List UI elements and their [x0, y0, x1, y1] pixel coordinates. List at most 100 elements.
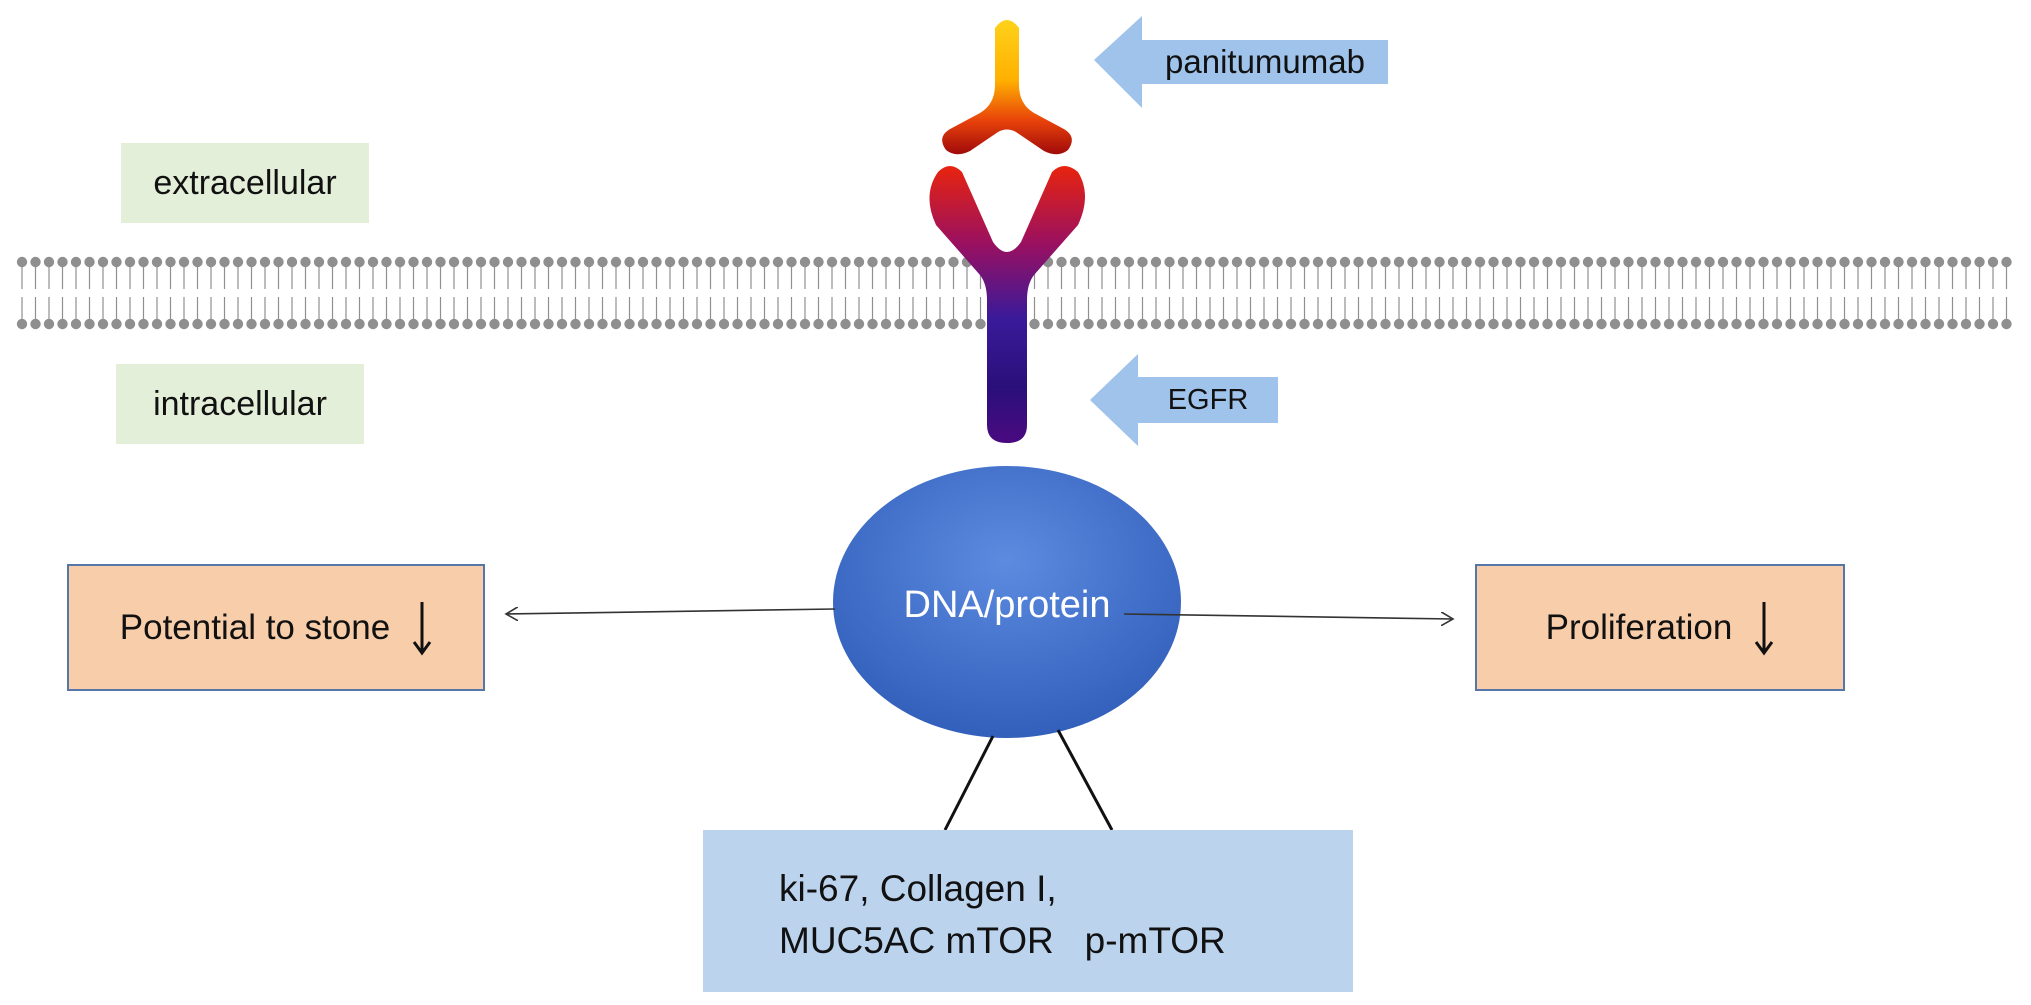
- lipid-head: [84, 318, 95, 330]
- connector-line-right: [1056, 729, 1114, 831]
- lipid-head: [1906, 256, 1918, 268]
- lipid-head: [327, 318, 338, 330]
- lipid-head: [502, 256, 514, 268]
- lipid-head: [1879, 256, 1891, 268]
- lipid-head: [1596, 318, 1607, 330]
- lipid-head: [1488, 256, 1499, 268]
- lipid-head: [705, 318, 716, 330]
- lipid-head: [205, 318, 217, 330]
- lipid-head: [1083, 318, 1094, 330]
- lipid-head: [1636, 318, 1648, 330]
- lipid-head: [732, 256, 743, 268]
- lipid-head: [1852, 318, 1864, 330]
- lipid-head: [543, 318, 554, 330]
- lipid-head: [1218, 256, 1229, 268]
- lipid-head: [921, 256, 932, 268]
- lipid-head: [286, 318, 298, 330]
- lipid-head: [1204, 256, 1216, 268]
- lipid-head: [1420, 256, 1432, 268]
- lipid-head: [1879, 318, 1891, 330]
- lipid-head: [948, 256, 959, 268]
- lipid-head: [799, 256, 811, 268]
- lipid-head: [1542, 256, 1553, 268]
- lipid-head: [1029, 318, 1040, 330]
- lipid-head: [1393, 256, 1405, 268]
- lipid-head: [421, 256, 433, 268]
- lipid-head: [1110, 318, 1121, 330]
- lipid-head: [1596, 256, 1607, 268]
- lipid-head: [651, 318, 662, 330]
- panitumumab-pointer-arrow: [1094, 16, 1388, 108]
- markers-box: ki-67, Collagen I, MUC5AC mTOR p-mTOR: [703, 830, 1353, 992]
- lipid-head: [1177, 256, 1189, 268]
- lipid-head: [556, 318, 568, 330]
- lipid-head: [1582, 318, 1594, 330]
- lipid-head: [853, 256, 865, 268]
- lipid-head: [975, 318, 986, 330]
- lipid-head: [516, 256, 527, 268]
- lipid-head: [543, 256, 554, 268]
- lipid-head: [678, 318, 689, 330]
- lipid-head: [1407, 318, 1418, 330]
- lipid-head: [1096, 318, 1108, 330]
- lipid-head: [691, 256, 703, 268]
- lipid-head: [1623, 256, 1634, 268]
- lipid-head: [907, 256, 919, 268]
- lipid-head: [1150, 318, 1162, 330]
- lipid-head: [1690, 318, 1702, 330]
- lipid-head: [97, 256, 109, 268]
- lipid-head: [1839, 256, 1850, 268]
- lipid-head: [813, 318, 824, 330]
- lipid-head: [232, 256, 244, 268]
- lipid-head: [1339, 256, 1351, 268]
- lipid-head: [516, 318, 527, 330]
- lipid-head: [759, 318, 770, 330]
- lipid-head: [340, 318, 352, 330]
- lipid-head: [43, 318, 55, 330]
- lipid-head: [286, 256, 298, 268]
- lipid-head: [151, 318, 163, 330]
- lipid-head: [745, 318, 757, 330]
- lipid-head: [1974, 318, 1985, 330]
- markers-line-1: ki-67, Collagen I,: [779, 868, 1057, 909]
- lipid-head: [840, 256, 851, 268]
- decrease-arrow-icon: [413, 601, 432, 656]
- lipid-head: [570, 318, 581, 330]
- lipid-head: [610, 256, 622, 268]
- lipid-head: [732, 318, 743, 330]
- lipid-head: [786, 256, 797, 268]
- lipid-head: [1515, 256, 1526, 268]
- lipid-head: [246, 318, 257, 330]
- lipid-head: [583, 318, 595, 330]
- lipid-head: [1501, 318, 1513, 330]
- lipid-head: [948, 318, 959, 330]
- lipid-head: [205, 256, 217, 268]
- lipid-head: [786, 318, 797, 330]
- lipid-head: [1933, 318, 1945, 330]
- lipid-head: [489, 256, 500, 268]
- lipid-head: [57, 256, 68, 268]
- lipid-head: [1798, 318, 1810, 330]
- lipid-head: [813, 256, 824, 268]
- lipid-head: [1731, 318, 1742, 330]
- extracellular-label: extracellular: [121, 143, 369, 223]
- lipid-head: [1771, 318, 1783, 330]
- lipid-head: [597, 318, 608, 330]
- lipid-head: [1285, 256, 1297, 268]
- lipid-head: [867, 318, 878, 330]
- lipid-head: [1866, 256, 1877, 268]
- egfr-pointer-arrow: [1090, 354, 1278, 446]
- lipid-head: [1987, 318, 1999, 330]
- lipid-head: [57, 318, 68, 330]
- lipid-head: [43, 256, 55, 268]
- lipid-head: [111, 318, 122, 330]
- lipid-head: [1447, 256, 1459, 268]
- lipid-head: [1663, 318, 1675, 330]
- lipid-head: [1204, 318, 1216, 330]
- lipid-head: [1380, 256, 1391, 268]
- lipid-head: [597, 256, 608, 268]
- lipid-head: [151, 256, 163, 268]
- lipid-head: [691, 318, 703, 330]
- lipid-head: [489, 318, 500, 330]
- lipid-head: [1258, 318, 1270, 330]
